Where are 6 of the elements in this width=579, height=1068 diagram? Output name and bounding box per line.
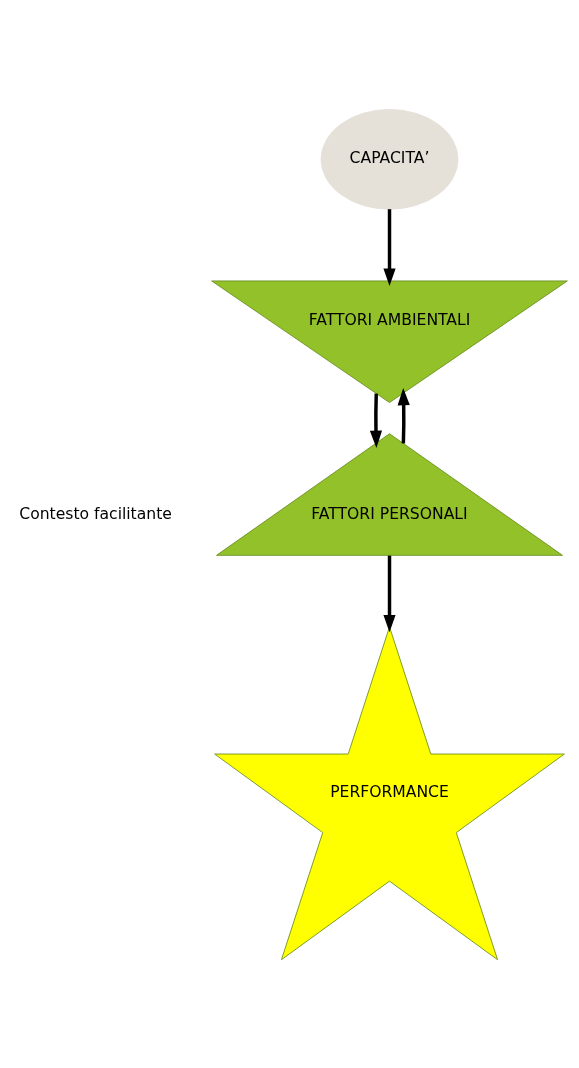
- arrow: [383, 208, 396, 286]
- label: Contesto facilitante: [19, 504, 172, 523]
- arrow: [397, 387, 410, 443]
- arrow: [383, 555, 396, 632]
- arrow: [369, 393, 383, 448]
- node-ellipse: CAPACITA’: [320, 108, 459, 210]
